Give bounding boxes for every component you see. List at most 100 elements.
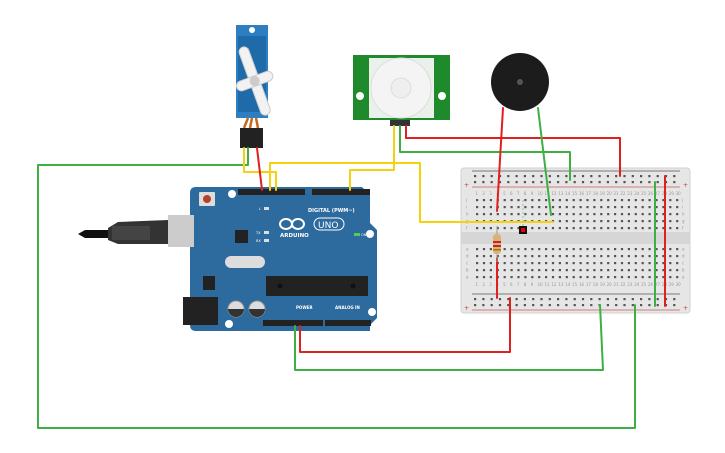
breadboard-hole[interactable] bbox=[565, 304, 568, 307]
breadboard-hole[interactable] bbox=[586, 255, 589, 258]
breadboard-hole[interactable] bbox=[524, 269, 527, 272]
breadboard-hole[interactable] bbox=[648, 269, 651, 272]
breadboard-hole[interactable] bbox=[673, 181, 676, 184]
breadboard-hole[interactable] bbox=[531, 248, 534, 251]
breadboard-hole[interactable] bbox=[648, 220, 651, 223]
breadboard-hole[interactable] bbox=[598, 175, 601, 178]
breadboard-hole[interactable] bbox=[510, 255, 513, 258]
breadboard-hole[interactable] bbox=[515, 175, 518, 178]
breadboard-hole[interactable] bbox=[531, 255, 534, 258]
analog-header[interactable] bbox=[325, 320, 371, 326]
breadboard-hole[interactable] bbox=[476, 199, 479, 202]
breadboard-hole[interactable] bbox=[510, 227, 513, 230]
breadboard-hole[interactable] bbox=[572, 255, 575, 258]
breadboard-hole[interactable] bbox=[510, 199, 513, 202]
breadboard-hole[interactable] bbox=[503, 227, 506, 230]
breadboard-hole[interactable] bbox=[614, 199, 617, 202]
breadboard-hole[interactable] bbox=[551, 213, 555, 216]
pir-sensor[interactable] bbox=[353, 55, 450, 126]
breadboard-hole[interactable] bbox=[572, 248, 575, 251]
breadboard-hole[interactable] bbox=[482, 248, 486, 251]
breadboard-hole[interactable] bbox=[615, 304, 618, 307]
usb-port[interactable] bbox=[168, 215, 194, 247]
breadboard-hole[interactable] bbox=[503, 213, 506, 216]
breadboard-hole[interactable] bbox=[598, 181, 601, 184]
breadboard-hole[interactable] bbox=[551, 269, 555, 272]
breadboard-hole[interactable] bbox=[565, 248, 568, 251]
breadboard-hole[interactable] bbox=[557, 175, 560, 178]
breadboard-hole[interactable] bbox=[540, 298, 543, 301]
breadboard-hole[interactable] bbox=[524, 255, 527, 258]
breadboard-hole[interactable] bbox=[551, 206, 555, 209]
breadboard-hole[interactable] bbox=[627, 255, 630, 258]
breadboard-hole[interactable] bbox=[676, 255, 679, 258]
breadboard-hole[interactable] bbox=[593, 227, 596, 230]
breadboard-hole[interactable] bbox=[524, 199, 527, 202]
breadboard-hole[interactable] bbox=[634, 199, 637, 202]
breadboard-hole[interactable] bbox=[572, 220, 575, 223]
breadboard-hole[interactable] bbox=[482, 181, 485, 184]
breadboard-hole[interactable] bbox=[558, 206, 561, 209]
breadboard-hole[interactable] bbox=[627, 269, 630, 272]
breadboard-hole[interactable] bbox=[545, 255, 548, 258]
breadboard-hole[interactable] bbox=[590, 298, 593, 301]
breadboard-hole[interactable] bbox=[558, 269, 561, 272]
breadboard-hole[interactable] bbox=[676, 276, 679, 279]
breadboard-hole[interactable] bbox=[551, 255, 555, 258]
breadboard-hole[interactable] bbox=[593, 262, 596, 265]
breadboard-hole[interactable] bbox=[600, 262, 603, 265]
breadboard-hole[interactable] bbox=[581, 175, 585, 178]
breadboard-hole[interactable] bbox=[507, 181, 510, 184]
breadboard-hole[interactable] bbox=[474, 175, 477, 178]
breadboard-hole[interactable] bbox=[503, 269, 506, 272]
breadboard-hole[interactable] bbox=[551, 276, 555, 279]
breadboard-hole[interactable] bbox=[669, 262, 672, 265]
breadboard-hole[interactable] bbox=[489, 227, 492, 230]
breadboard-hole[interactable] bbox=[586, 248, 589, 251]
breadboard-hole[interactable] bbox=[669, 206, 672, 209]
breadboard-hole[interactable] bbox=[598, 298, 601, 301]
breadboard-hole[interactable] bbox=[623, 304, 626, 307]
breadboard-hole[interactable] bbox=[586, 227, 589, 230]
wire-red-pir-power[interactable] bbox=[405, 125, 621, 177]
breadboard-hole[interactable] bbox=[600, 199, 603, 202]
breadboard-hole[interactable] bbox=[579, 276, 582, 279]
breadboard-hole[interactable] bbox=[648, 227, 651, 230]
breadboard-hole[interactable] bbox=[593, 276, 596, 279]
breadboard-hole[interactable] bbox=[615, 181, 618, 184]
breadboard-hole[interactable] bbox=[579, 269, 582, 272]
breadboard-hole[interactable] bbox=[600, 213, 603, 216]
breadboard-hole[interactable] bbox=[540, 304, 543, 307]
breadboard-hole[interactable] bbox=[615, 175, 618, 178]
breadboard-hole[interactable] bbox=[572, 206, 575, 209]
breadboard-hole[interactable] bbox=[517, 276, 520, 279]
breadboard-hole[interactable] bbox=[662, 262, 665, 265]
led[interactable] bbox=[519, 200, 527, 234]
breadboard-hole[interactable] bbox=[476, 248, 479, 251]
breadboard-hole[interactable] bbox=[662, 227, 665, 230]
breadboard-hole[interactable] bbox=[669, 227, 672, 230]
breadboard-hole[interactable] bbox=[482, 206, 486, 209]
breadboard-hole[interactable] bbox=[634, 213, 637, 216]
breadboard-hole[interactable] bbox=[503, 255, 506, 258]
breadboard-hole[interactable] bbox=[607, 255, 610, 258]
breadboard-hole[interactable] bbox=[581, 181, 585, 184]
breadboard-hole[interactable] bbox=[648, 276, 651, 279]
breadboard-hole[interactable] bbox=[489, 199, 492, 202]
breadboard-hole[interactable] bbox=[586, 269, 589, 272]
breadboard-hole[interactable] bbox=[489, 255, 492, 258]
breadboard-hole[interactable] bbox=[656, 175, 659, 178]
reset-button-cap[interactable] bbox=[203, 195, 211, 203]
breadboard-hole[interactable] bbox=[524, 206, 527, 209]
breadboard-hole[interactable] bbox=[498, 181, 502, 184]
breadboard-hole[interactable] bbox=[673, 304, 676, 307]
breadboard-hole[interactable] bbox=[572, 276, 575, 279]
breadboard-hole[interactable] bbox=[476, 213, 479, 216]
breadboard-hole[interactable] bbox=[607, 269, 610, 272]
breadboard-hole[interactable] bbox=[593, 220, 596, 223]
breadboard-hole[interactable] bbox=[579, 227, 582, 230]
breadboard-hole[interactable] bbox=[676, 248, 679, 251]
breadboard-hole[interactable] bbox=[523, 175, 526, 178]
breadboard-hole[interactable] bbox=[579, 220, 582, 223]
breadboard-hole[interactable] bbox=[565, 298, 568, 301]
